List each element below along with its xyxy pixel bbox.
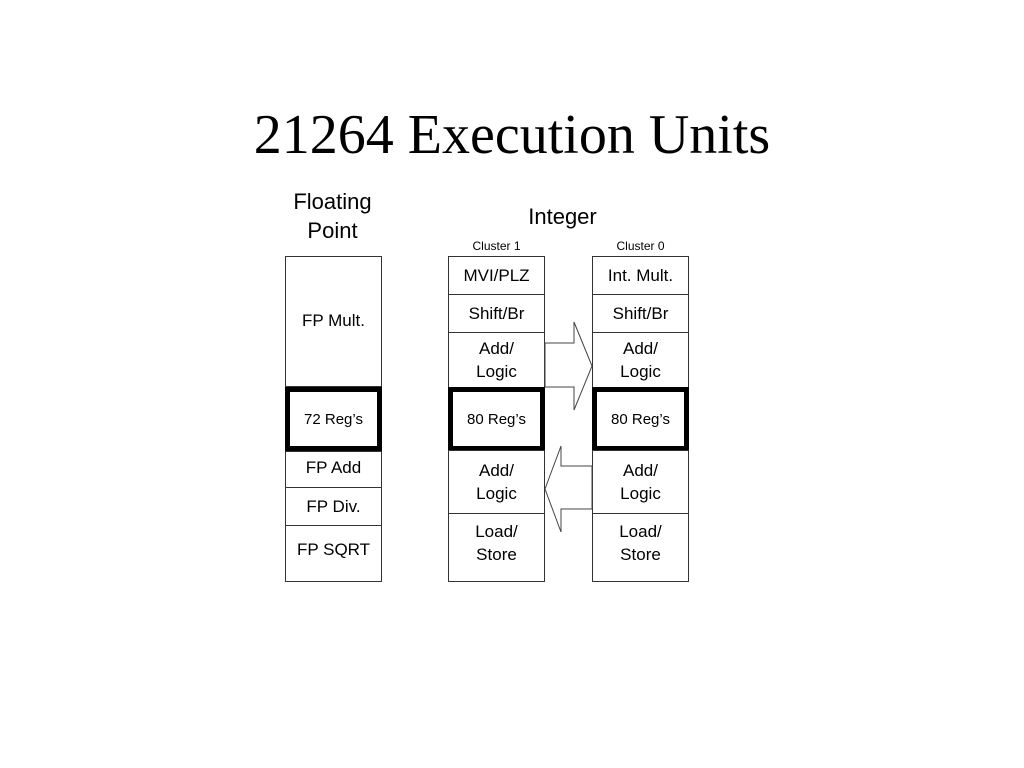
cluster-0-shift-br-unit: Shift/Br: [592, 294, 689, 333]
fp-sqrt-unit: FP SQRT: [285, 525, 382, 582]
cluster-0-label: Cluster 0: [616, 239, 665, 253]
integer-heading: Integer: [528, 204, 597, 229]
arrow-right-icon: [544, 321, 593, 411]
cluster-0-int-mult-unit: Int. Mult.: [592, 256, 689, 295]
cluster-0-add-logic-upper: Add/ Logic: [592, 332, 689, 388]
fp-div-unit: FP Div.: [285, 487, 382, 526]
cluster-1-mvi-plz-unit: MVI/PLZ: [448, 256, 545, 295]
cluster-0-column: Int. Mult. Shift/Br Add/ Logic 80 Reg’s …: [592, 256, 689, 582]
cluster-0-load-store-unit: Load/ Store: [592, 513, 689, 582]
cluster-1-shift-br-unit: Shift/Br: [448, 294, 545, 333]
floating-point-heading: Floating Point: [293, 189, 372, 243]
fp-mult-unit: FP Mult.: [285, 256, 382, 387]
arrow-left-icon: [544, 445, 593, 533]
cluster-1-load-store-unit: Load/ Store: [448, 513, 545, 582]
slide-title: 21264 Execution Units: [253, 104, 771, 166]
cluster-1-column: MVI/PLZ Shift/Br Add/ Logic 80 Reg’s Add…: [448, 256, 545, 582]
floating-point-column: FP Mult. 72 Reg’s FP Add FP Div. FP SQRT: [285, 256, 382, 582]
cluster-1-add-logic-upper: Add/ Logic: [448, 332, 545, 388]
cluster-0-register-file: 80 Reg’s: [592, 387, 689, 451]
cluster-1-label: Cluster 1: [472, 239, 521, 253]
fp-add-unit: FP Add: [285, 451, 382, 488]
cluster-1-register-file: 80 Reg’s: [448, 387, 545, 451]
fp-register-file: 72 Reg’s: [285, 387, 382, 451]
cluster-1-add-logic-lower: Add/ Logic: [448, 450, 545, 514]
